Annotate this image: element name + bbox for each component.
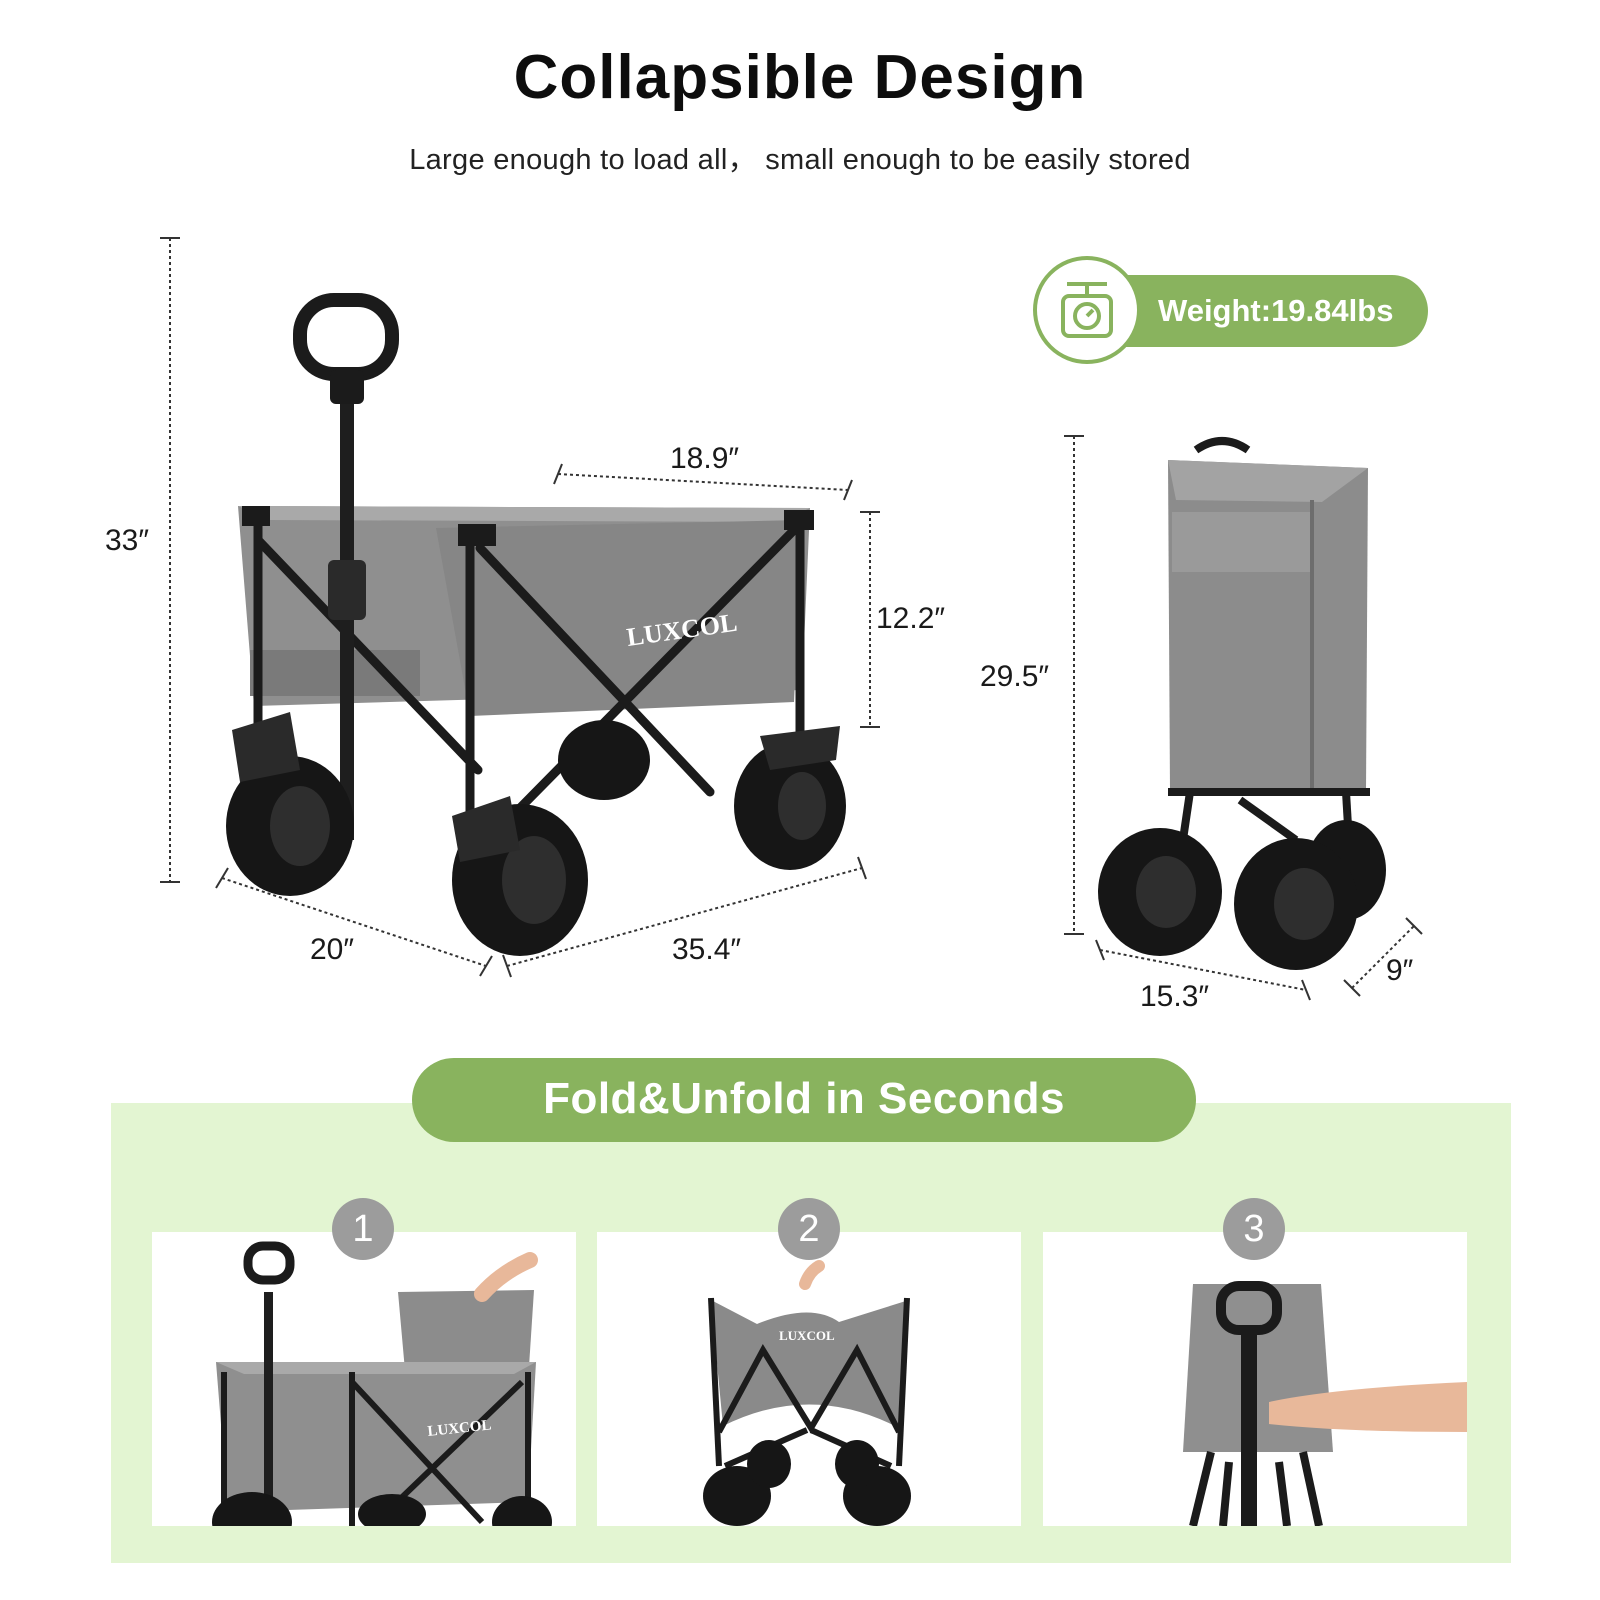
step-2-brand-logo: LUXCOL: [779, 1328, 835, 1343]
width-label: 20″: [310, 933, 354, 966]
length-label: 35.4″: [672, 933, 742, 966]
step-badge-2: 2: [778, 1198, 840, 1260]
step-1-illustration: LUXCOL: [212, 1241, 552, 1526]
step-panel-1: LUXCOL: [152, 1232, 576, 1526]
fold-title: Fold&Unfold in Seconds: [543, 1074, 1065, 1123]
step-badge-1: 1: [332, 1198, 394, 1260]
folded-width-label: 15.3″: [1140, 980, 1210, 1013]
folded-height-label: 29.5″: [980, 660, 1050, 693]
weight-icon-circle: [1033, 256, 1141, 364]
step-2-illustration: LUXCOL: [703, 1260, 911, 1526]
height-label: 33″: [105, 524, 149, 557]
wagon-brand-logo: LUXCOL: [625, 608, 739, 652]
weight-label: Weight:19.84lbs: [1158, 293, 1394, 328]
wagon-illustration: [226, 293, 846, 956]
folded-depth-label: 9″: [1386, 954, 1414, 987]
scale-icon: [1061, 282, 1113, 338]
box-depth-label: 12.2″: [876, 602, 946, 635]
page-title: Collapsible Design: [513, 43, 1087, 112]
step-1-brand-logo: LUXCOL: [427, 1417, 493, 1440]
folded-wagon-illustration: [1098, 437, 1386, 970]
page-subtitle: Large enough to load all， small enough t…: [409, 144, 1191, 176]
step-panel-2: LUXCOL: [597, 1232, 1021, 1526]
fold-title-badge: [412, 1058, 1196, 1142]
box-width-label: 18.9″: [670, 442, 740, 475]
step-3-illustration: [1183, 1281, 1467, 1526]
step-badge-3: 3: [1223, 1198, 1285, 1260]
step-panel-3: [1043, 1232, 1467, 1526]
